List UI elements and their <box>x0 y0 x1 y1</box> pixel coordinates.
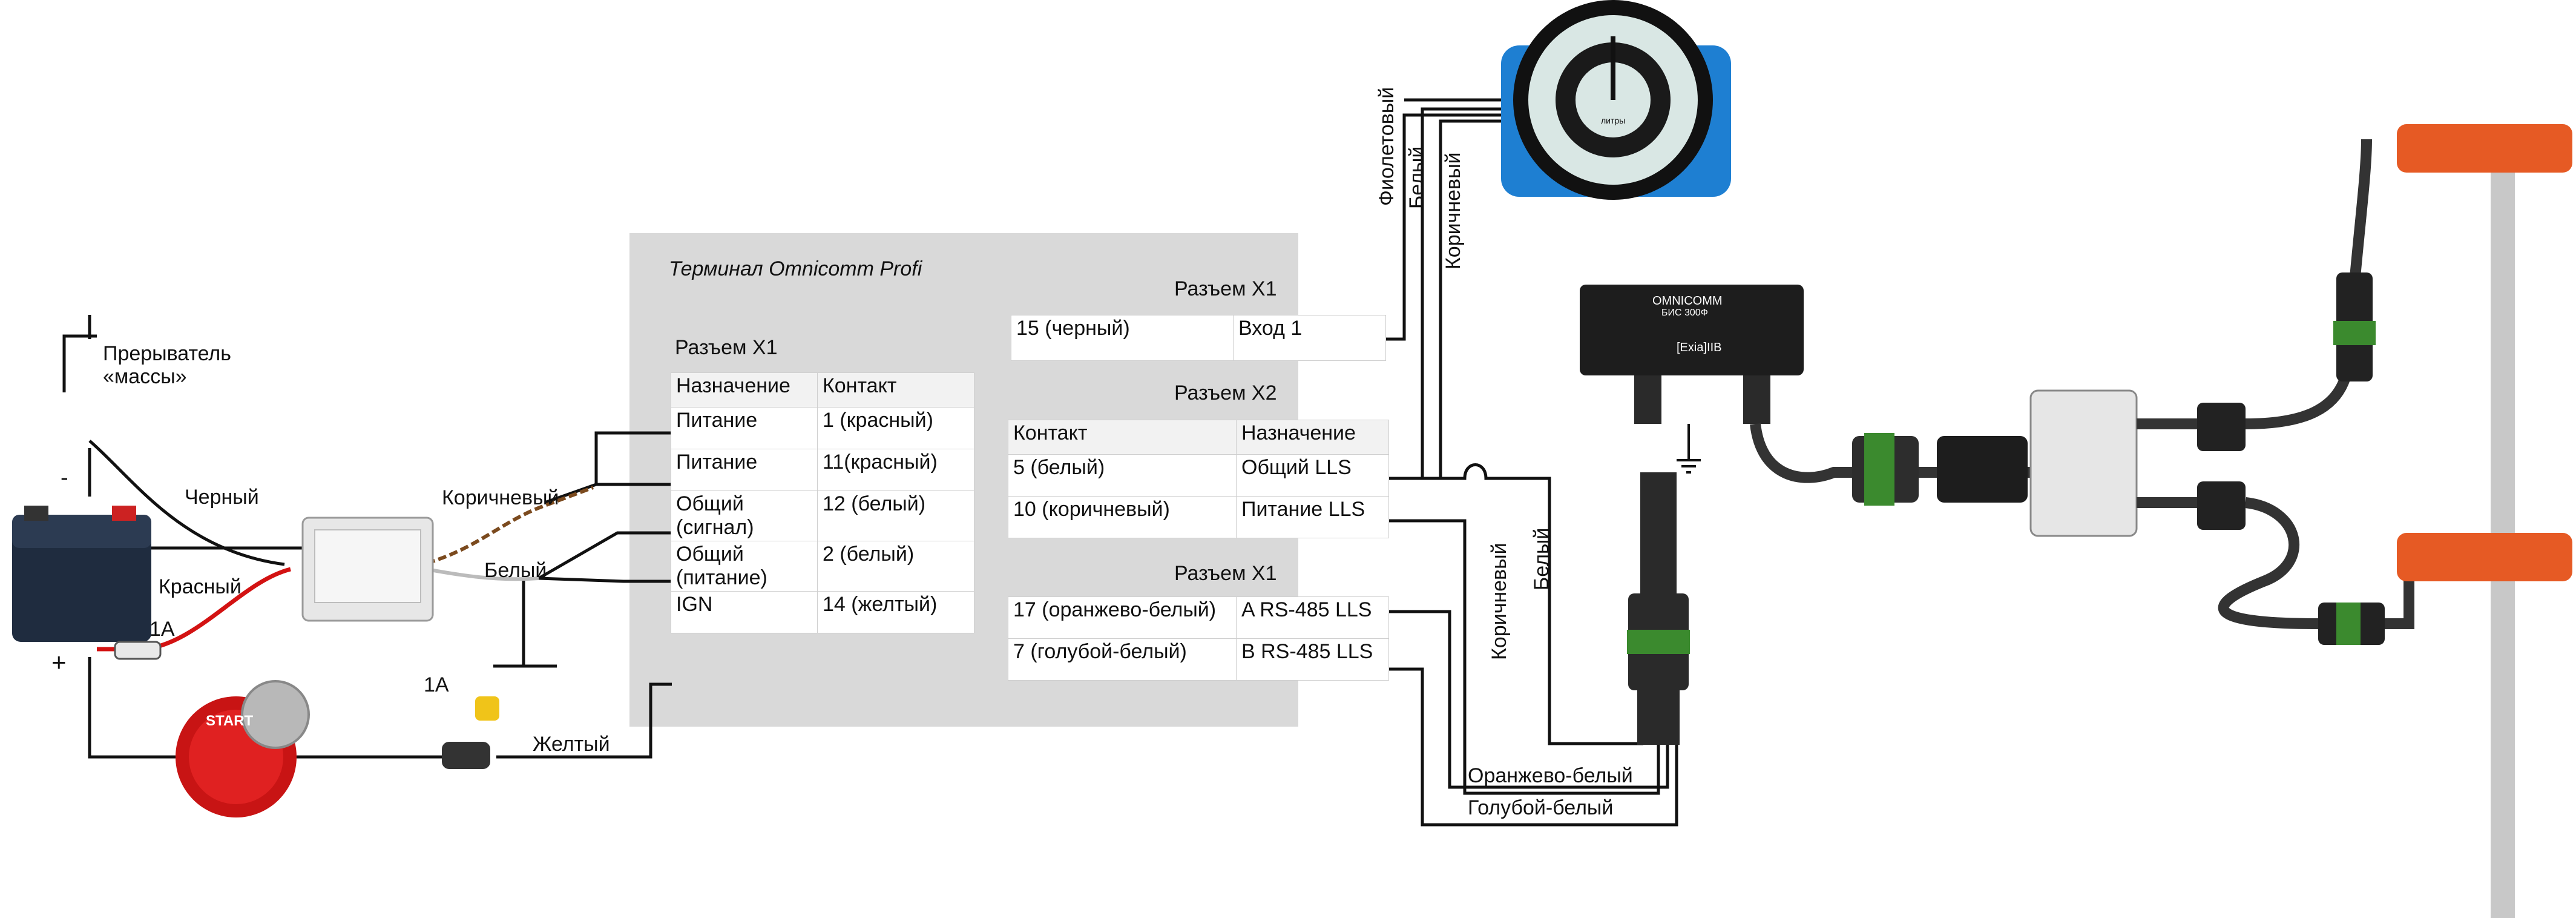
table-row: Общий (сигнал)12 (белый) <box>671 490 974 541</box>
violet-wire-label: Фиолетовый <box>1375 87 1398 206</box>
white-mid-wire-label: Белый <box>1530 527 1553 590</box>
minus-sign: - <box>61 465 68 490</box>
splitter <box>2029 389 2138 537</box>
x1-bottom-title: Разъем X1 <box>1174 562 1277 585</box>
table-row: 7 (голубой-белый)B RS-485 LLS <box>1008 638 1389 681</box>
fuel-level-sensor-1 <box>2397 124 2572 918</box>
plus-sign: + <box>51 648 67 676</box>
bis-barrier-unit <box>1580 285 1804 474</box>
x1-left-title: Разъем X1 <box>675 336 778 359</box>
table-row: 15 (черный)Вход 1 <box>1011 315 1386 361</box>
fuel-level-sensor-2 <box>2397 533 2572 918</box>
table-row: 17 (оранжево-белый)A RS-485 LLS <box>1008 596 1389 639</box>
white-wire-label: Белый <box>484 559 547 582</box>
brown-top-wire-label: Коричневый <box>1442 152 1465 269</box>
relay-unit <box>301 517 434 622</box>
x1-top-title: Разъем X1 <box>1174 277 1277 300</box>
x1-bottom-table: 17 (оранжево-белый)A RS-485 LLS 7 (голуб… <box>1008 596 1389 681</box>
inline-fuse <box>442 696 499 769</box>
red-wire-label: Красный <box>159 575 242 598</box>
table-row: 10 (коричневый)Питание LLS <box>1008 496 1389 538</box>
white-top-wire-label: Белый <box>1405 146 1428 209</box>
table-row: 5 (белый)Общий LLS <box>1008 454 1389 497</box>
x1-top-table: 15 (черный)Вход 1 <box>1011 315 1386 361</box>
fuse1-label: 1A <box>150 618 175 641</box>
breaker-switch <box>62 334 97 392</box>
blue-white-wire-label: Голубой-белый <box>1468 796 1614 819</box>
ignition-key <box>176 680 310 817</box>
header-cell: Контакт <box>1008 420 1237 455</box>
orange-white-wire-label: Оранжево-белый <box>1468 764 1633 787</box>
terminal-title: Терминал Omnicomm Profi <box>669 257 922 280</box>
header-cell: Назначение <box>1236 420 1389 455</box>
bis-model: БИС 300Ф <box>1661 308 1708 318</box>
flow-meter <box>1501 0 1731 200</box>
bis-brand: OMNICOMM <box>1652 294 1723 308</box>
fuse2-label: 1A <box>424 673 449 696</box>
battery <box>12 506 151 642</box>
x2-title: Разъем X2 <box>1174 381 1277 405</box>
key-start-text: START <box>206 713 254 729</box>
black-wire-label: Черный <box>185 486 259 509</box>
table-row: Общий (питание) 2 (белый) <box>671 541 974 592</box>
header-cell: Контакт <box>817 372 974 408</box>
brown-mid-wire-label: Коричневый <box>1488 543 1511 660</box>
breaker-label: Прерыватель «массы» <box>103 342 231 388</box>
brown-wire-label: Коричневый <box>442 486 559 509</box>
x2-table: Контакт Назначение 5 (белый)Общий LLS 10… <box>1008 420 1389 538</box>
header-cell: Назначение <box>671 372 818 408</box>
bis-marking: [Exia]IIB <box>1677 341 1722 354</box>
gauge-unit: литры <box>1601 116 1626 125</box>
yellow-wire-label: Желтый <box>533 733 610 756</box>
